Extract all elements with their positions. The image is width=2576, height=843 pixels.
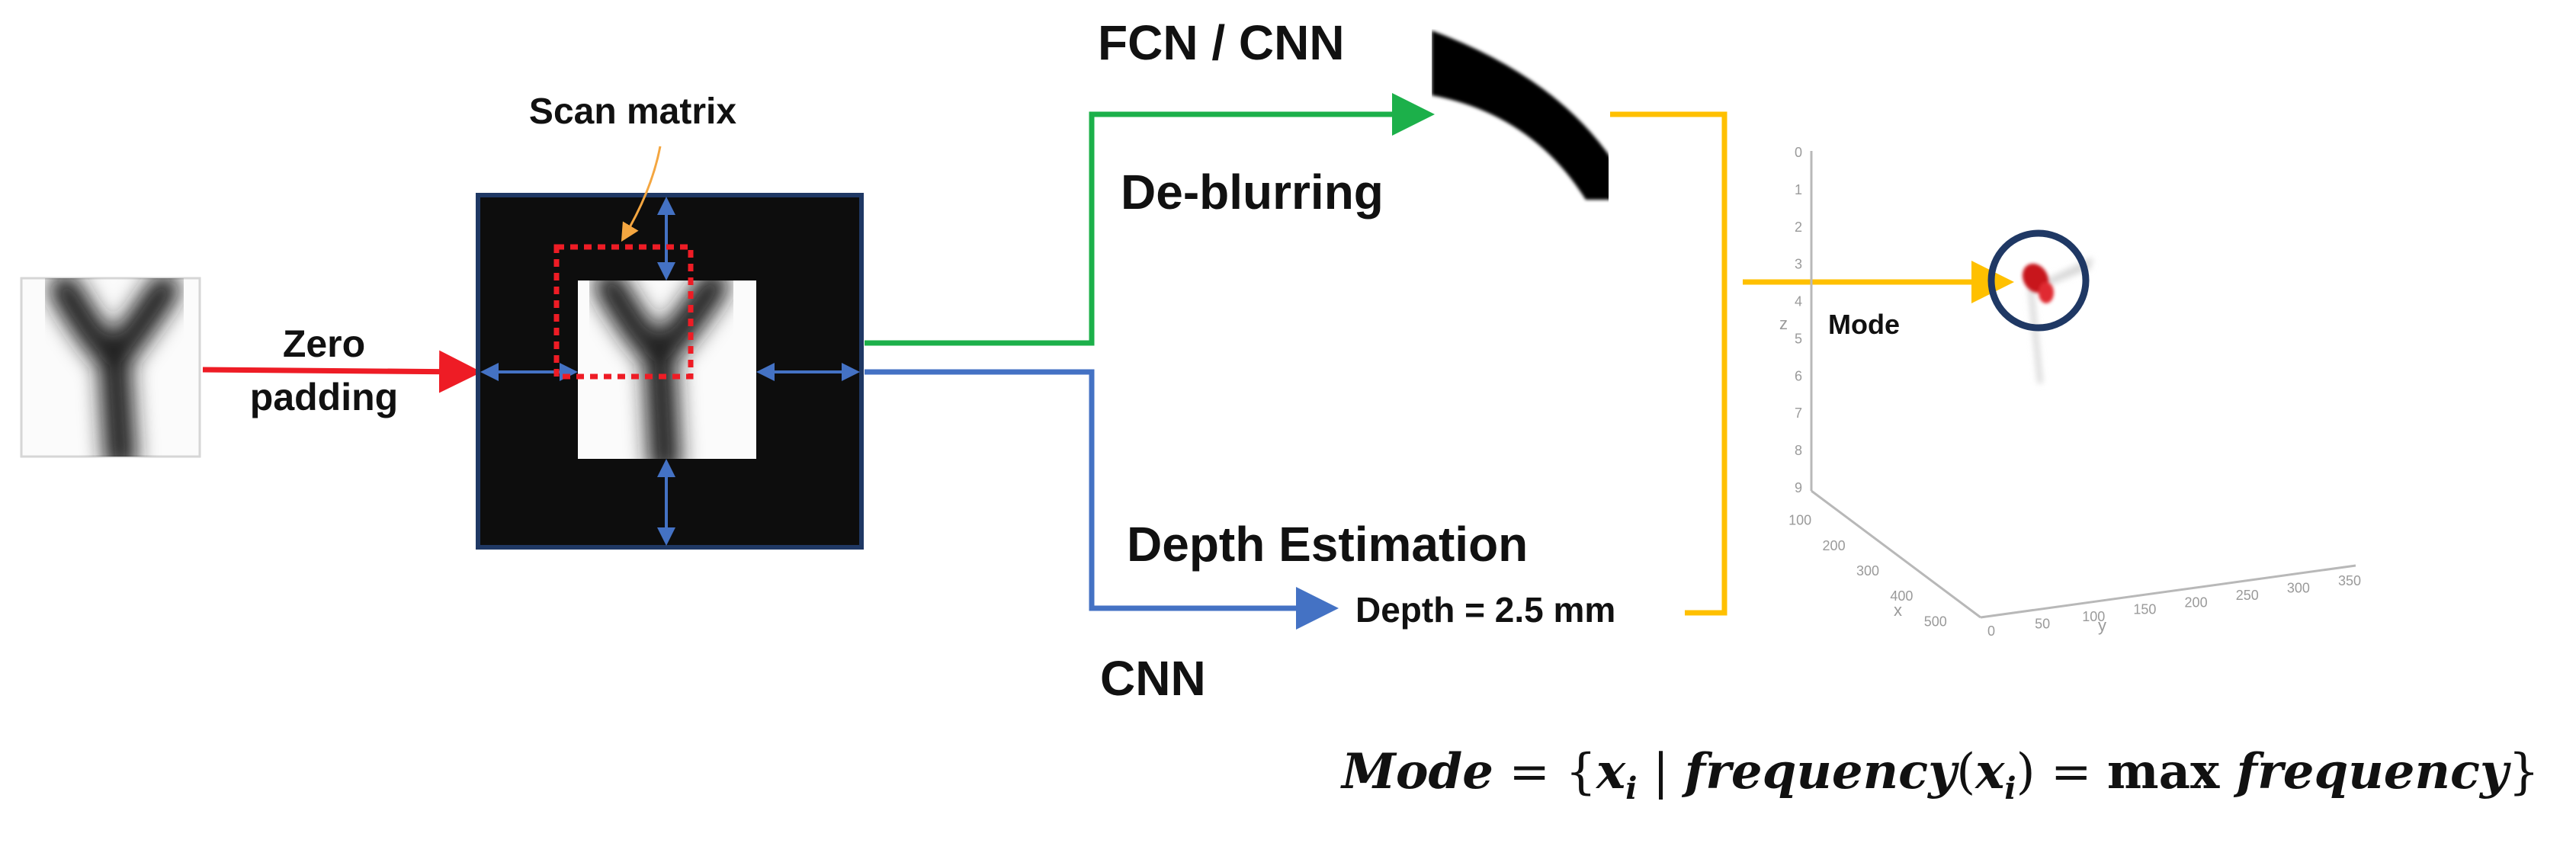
fcn-cnn-label: FCN / CNN <box>1098 15 1345 70</box>
x-tick-label: 500 <box>1924 614 1947 629</box>
z-tick-label: 0 <box>1795 145 1802 160</box>
depth-estimation-label: Depth Estimation <box>1127 517 1528 572</box>
formula-i2: i <box>2004 771 2016 806</box>
cnn-label: CNN <box>1100 651 1206 706</box>
input-blurred-image <box>20 277 201 458</box>
y-tick-label: 100 <box>2082 609 2105 624</box>
formula-freq: frequency <box>1684 743 1957 800</box>
mode-label: Mode <box>1828 309 1900 340</box>
y-axis-ticks: 0 50 100 150 200 250 300 350 <box>1987 573 2361 639</box>
formula-eq: = { <box>1493 744 1597 800</box>
de-blurring-label: De-blurring <box>1121 165 1384 220</box>
formula-close: } <box>2508 744 2539 800</box>
depth-estimation-path <box>865 369 1339 630</box>
zero-padding-label-line1: Zero <box>283 322 365 365</box>
depth-value-label: Depth = 2.5 mm <box>1355 590 1615 630</box>
y-tick-label: 150 <box>2133 602 2156 617</box>
z-tick-label: 1 <box>1795 182 1802 197</box>
x-axis-label: x <box>1894 601 1902 620</box>
formula-max: max <box>2106 743 2237 800</box>
mode-highlight-circle <box>1987 229 2090 332</box>
z-tick-label: 5 <box>1795 331 1802 346</box>
x-tick-label: 200 <box>1823 538 1846 553</box>
formula-bar: | <box>1637 744 1685 800</box>
formula-paren-close: ) <box>2016 744 2035 800</box>
formula-x: x <box>1596 743 1626 800</box>
estimated-point-cluster <box>2022 263 2054 303</box>
formula-x2: x <box>1975 743 2005 800</box>
mode-formula: Mode = {xi | frequency(xi) = max frequen… <box>1342 743 2569 806</box>
y-tick-label: 350 <box>2338 573 2361 588</box>
y-tick-label: 250 <box>2236 588 2259 603</box>
zero-padding-arrow <box>202 350 482 393</box>
z-tick-label: 9 <box>1795 480 1802 495</box>
z-tick-label: 2 <box>1795 220 1802 235</box>
padded-image <box>476 193 864 550</box>
y-tick-label: 0 <box>1987 623 1995 639</box>
scan-matrix-label: Scan matrix <box>529 91 736 132</box>
z-tick-label: 3 <box>1795 257 1802 272</box>
formula-eq2: = <box>2035 744 2107 800</box>
deblurred-output-image <box>1432 30 1609 200</box>
merge-path-top <box>1610 111 1727 616</box>
scan-matrix-box <box>553 244 694 380</box>
y-tick-label: 200 <box>2185 595 2208 610</box>
z-tick-label: 8 <box>1795 443 1802 458</box>
formula-freq2: frequency <box>2236 743 2509 800</box>
y-axis-label: y <box>2098 616 2106 635</box>
scan-matrix-pointer <box>621 146 662 242</box>
padding-arrows <box>480 197 860 546</box>
x-tick-label: 100 <box>1788 513 1811 528</box>
z-tick-label: 4 <box>1795 294 1802 309</box>
z-tick-label: 7 <box>1795 405 1802 421</box>
formula-lhs: Mode <box>1342 743 1493 800</box>
x-axis-ticks: 100 200 300 400 500 <box>1788 513 1947 630</box>
z-axis-label: z <box>1779 314 1788 333</box>
y-tick-label: 50 <box>2035 617 2050 632</box>
x-tick-label: 400 <box>1890 588 1913 604</box>
z-tick-label: 6 <box>1795 368 1802 383</box>
formula-paren-open: ( <box>1956 744 1976 800</box>
deblurring-path <box>865 93 1435 346</box>
3d-plot: 0 1 2 3 4 5 6 7 8 9 100 200 300 400 500 0 50 100 150 200 2… <box>1779 145 2361 639</box>
formula-i: i <box>1625 771 1638 806</box>
y-tick-label: 300 <box>2287 580 2310 595</box>
z-axis-ticks: 0 1 2 3 4 5 6 7 8 9 <box>1795 145 1802 495</box>
x-tick-label: 300 <box>1856 563 1879 579</box>
zero-padding-label-line2: padding <box>250 376 398 418</box>
